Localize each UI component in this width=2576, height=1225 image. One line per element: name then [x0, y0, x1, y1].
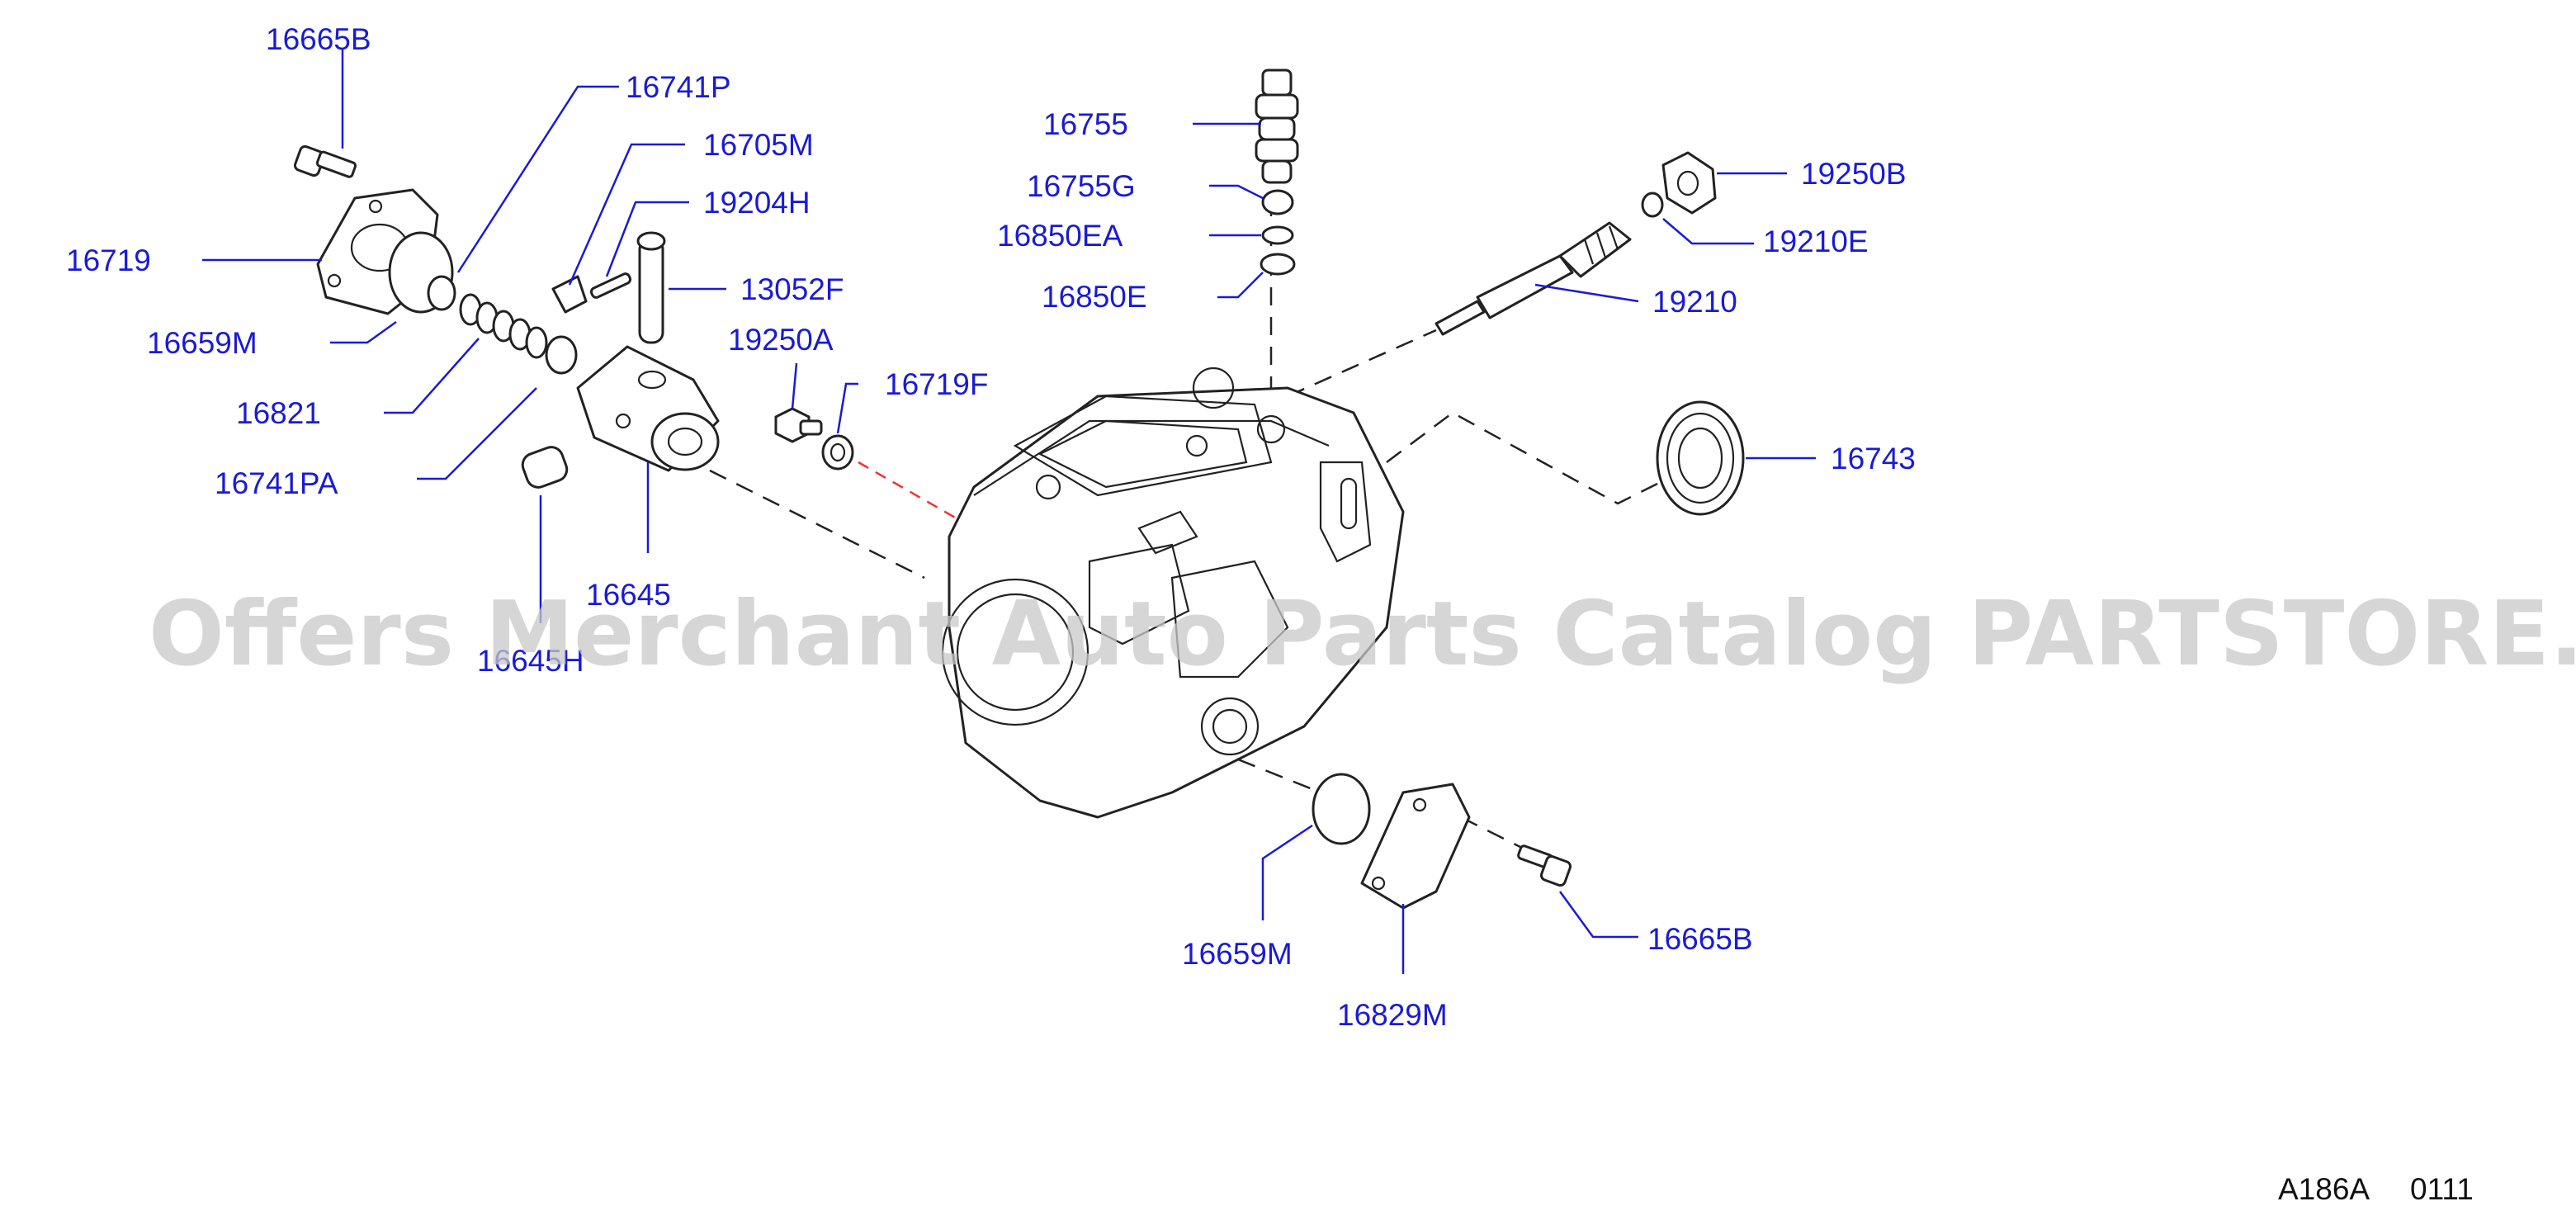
label-16645H[interactable]: 16645H — [477, 644, 584, 678]
washer-16850E — [1260, 253, 1296, 276]
diagram-code: A186A — [2278, 1172, 2370, 1206]
bearing-16743 — [1656, 400, 1745, 516]
top-parts — [1255, 69, 1299, 276]
label-19210[interactable]: 19210 — [1652, 285, 1737, 319]
label-19210E[interactable]: 19210E — [1763, 225, 1869, 258]
pump-housing — [941, 367, 1405, 819]
valve-16755 — [1255, 69, 1299, 184]
label-16659M-bottom[interactable]: 16659M — [1182, 937, 1293, 971]
bolt-16665B-bottom — [1517, 844, 1572, 887]
label-16850E[interactable]: 16850E — [1042, 280, 1147, 314]
label-16755[interactable]: 16755 — [1043, 107, 1128, 141]
right-parts — [1435, 151, 1745, 516]
washer-16741PA — [545, 335, 578, 375]
label-16755G[interactable]: 16755G — [1027, 169, 1136, 203]
bolt-19250A — [774, 407, 823, 443]
shaft-13052F — [636, 231, 666, 344]
watermark-text: Offers Merchant Auto Parts Catalog PARTS… — [149, 583, 2576, 686]
diagram-date: 0111 — [2410, 1172, 2474, 1206]
left-parts — [293, 144, 854, 489]
label-19250A[interactable]: 19250A — [728, 323, 834, 357]
label-16829M[interactable]: 16829M — [1337, 998, 1448, 1032]
spring-16821 — [459, 293, 548, 359]
label-16659M-left[interactable]: 16659M — [147, 326, 258, 360]
label-16665B-bottom[interactable]: 16665B — [1647, 922, 1753, 956]
label-16645[interactable]: 16645 — [586, 578, 671, 612]
bolt-16665B-top — [293, 144, 357, 178]
label-16743[interactable]: 16743 — [1831, 442, 1916, 475]
label-19250B[interactable]: 19250B — [1801, 157, 1907, 191]
nut-19250B — [1661, 151, 1717, 215]
label-19204H[interactable]: 19204H — [703, 186, 811, 220]
housing-16645 — [576, 345, 720, 472]
label-16741PA[interactable]: 16741PA — [215, 466, 338, 500]
pin-19204H — [589, 272, 632, 299]
label-13052F[interactable]: 13052F — [740, 272, 844, 306]
rod-19210 — [1435, 221, 1632, 336]
label-16719[interactable]: 16719 — [66, 244, 151, 277]
bottom-parts — [1312, 773, 1572, 910]
label-16741P[interactable]: 16741P — [626, 70, 731, 104]
o-ring-16659M-bottom — [1312, 773, 1371, 845]
leader-lines — [202, 50, 1816, 974]
label-16719F[interactable]: 16719F — [885, 367, 989, 401]
part-labels: 16665B 16741P 16705M 19204H 13052F 16719… — [66, 22, 1916, 1032]
plunger-16645H — [521, 446, 569, 489]
seal-16755G — [1261, 189, 1294, 215]
clip-16705M — [551, 275, 588, 314]
washer-16850EA — [1261, 225, 1294, 245]
label-16850EA[interactable]: 16850EA — [997, 219, 1123, 253]
label-16665B-top[interactable]: 16665B — [266, 22, 371, 56]
washer-19210E — [1641, 192, 1664, 218]
label-16821[interactable]: 16821 — [236, 396, 321, 430]
label-16705M[interactable]: 16705M — [703, 128, 814, 162]
washer-16719F — [821, 434, 854, 471]
assembly-axes — [709, 198, 1668, 852]
